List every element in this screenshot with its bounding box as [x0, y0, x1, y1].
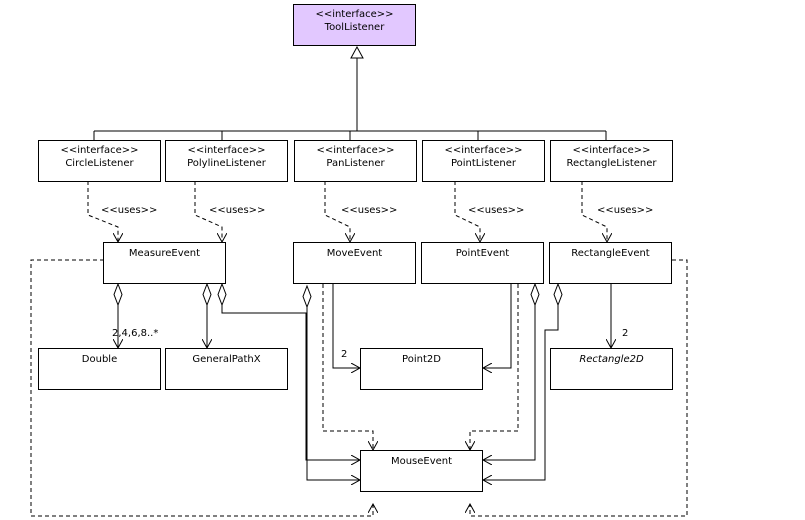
class-name: Rectangle2D [579, 354, 644, 365]
generalization-edges [93, 45, 607, 140]
stereotype-label: <<interface>> [60, 145, 139, 156]
class-name: MoveEvent [326, 248, 383, 259]
class-name: Point2D [402, 354, 441, 365]
class-name: PointListener [450, 158, 517, 169]
rectangleevent-class[interactable]: RectangleEvent [549, 242, 672, 284]
class-name: PointEvent [455, 248, 510, 259]
moveevent-class[interactable]: MoveEvent [293, 242, 416, 284]
circlelistener-class[interactable]: <<interface>> CircleListener [38, 140, 161, 182]
stereotype-label: <<interface>> [187, 145, 266, 156]
point2d-class[interactable]: Point2D [360, 348, 483, 390]
rectanglelistener-class[interactable]: <<interface>> RectangleListener [550, 140, 673, 182]
toollistener-class[interactable]: <<interface>> ToolListener [293, 4, 416, 46]
class-name: MeasureEvent [128, 248, 201, 259]
association-edges [118, 284, 611, 348]
class-name: GeneralPathX [192, 354, 261, 365]
mouseevent-edges [221, 284, 559, 480]
class-name: CircleListener [65, 158, 134, 169]
class-name: Double [81, 354, 118, 365]
measureevent-class[interactable]: MeasureEvent [103, 242, 226, 284]
class-name: MouseEvent [390, 456, 453, 467]
multiplicity-label: 2 [622, 328, 629, 339]
inheritance-triangle [350, 45, 364, 59]
uses-label: <<uses>> [341, 205, 398, 216]
uses-dependencies [87, 181, 607, 242]
uses-label: <<uses>> [597, 205, 654, 216]
stereotype-label: <<interface>> [572, 145, 651, 156]
panlistener-class[interactable]: <<interface>> PanListener [294, 140, 417, 182]
stereotype-label: <<interface>> [315, 9, 394, 20]
multiplicity-label: 2 [341, 349, 348, 360]
uses-label: <<uses>> [209, 205, 266, 216]
class-name: RectangleListener [566, 158, 657, 169]
class-name: PanListener [326, 158, 385, 169]
multiplicity-label: 2,4,6,8..* [112, 328, 159, 339]
mouseevent-class[interactable]: MouseEvent [360, 450, 483, 492]
double-class[interactable]: Double [38, 348, 161, 390]
stereotype-label: <<interface>> [444, 145, 523, 156]
aggregation-diamonds [113, 282, 563, 309]
class-name: ToolListener [324, 22, 385, 33]
class-name: RectangleEvent [571, 248, 650, 259]
pointlistener-class[interactable]: <<interface>> PointListener [422, 140, 545, 182]
pointevent-class[interactable]: PointEvent [421, 242, 544, 284]
stereotype-label: <<interface>> [316, 145, 395, 156]
rectangle2d-class[interactable]: Rectangle2D [550, 348, 673, 390]
generalpathx-class[interactable]: GeneralPathX [165, 348, 288, 390]
class-name: PolylineListener [187, 158, 266, 169]
uses-label: <<uses>> [101, 205, 158, 216]
uses-label: <<uses>> [468, 205, 525, 216]
polylinelistener-class[interactable]: <<interface>> PolylineListener [165, 140, 288, 182]
